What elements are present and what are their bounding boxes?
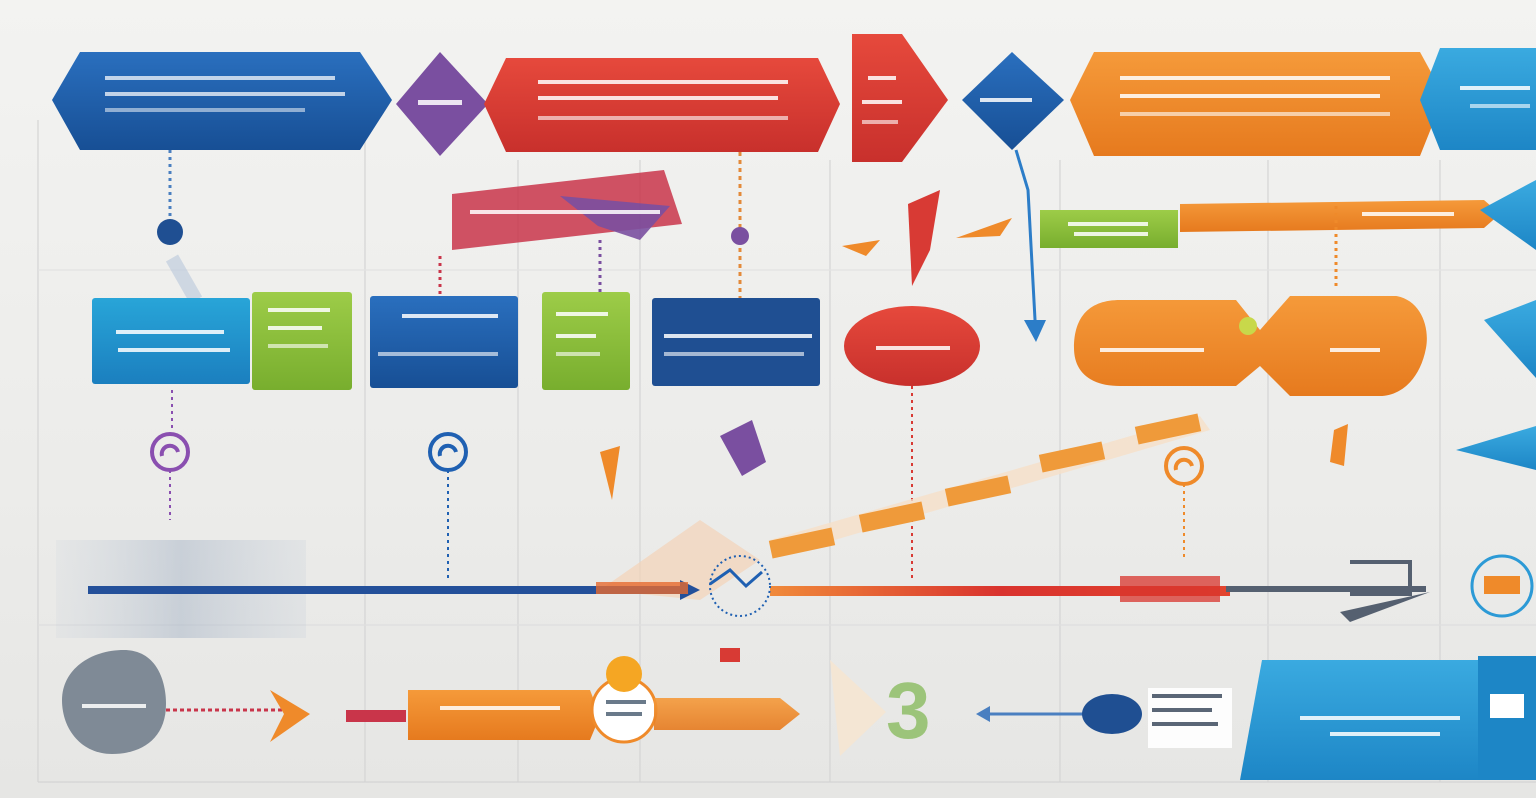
orange-double-hexagon [1074,296,1427,396]
lightbulb-icon [150,432,190,520]
main-timeline [56,540,1534,638]
top-red-banner [484,58,840,152]
top-orange-banner [1070,52,1444,156]
diagonal-flow [600,413,1348,600]
teal-process-box [92,298,250,384]
top-blue-hexagon [52,52,392,150]
top-row [52,34,1536,162]
green-label-box [1040,210,1178,248]
lightbulb-icon [428,432,468,578]
cream-triangle [830,660,886,756]
connectors-row2 [157,149,1536,342]
blue-process-box [370,296,518,388]
navy-process-box [652,298,820,386]
top-sky-box [1420,48,1536,150]
green-process-box [252,292,352,390]
lightbulb-icon [1164,446,1204,560]
top-red-arrow [852,34,948,162]
bottom-row: 3 [62,648,1536,780]
row3-boxes [92,292,1536,470]
green-small-box [542,292,630,390]
orange-strip [1180,200,1500,232]
step-numeral: 3 [886,666,931,755]
